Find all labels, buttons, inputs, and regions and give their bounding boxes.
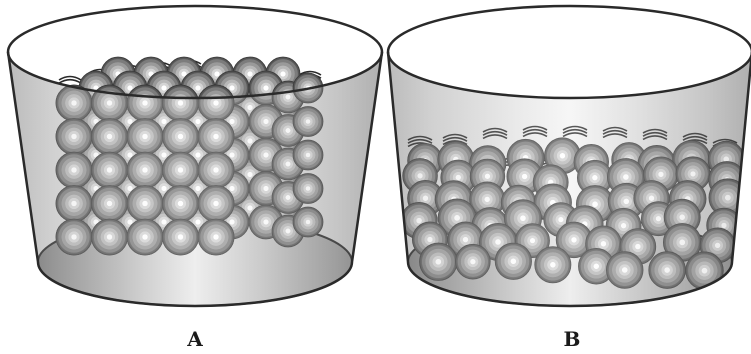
container-b: B	[388, 6, 751, 351]
panel-label-b: B	[564, 327, 581, 351]
motion-arc	[59, 80, 81, 84]
container-b-front-wall	[388, 52, 751, 306]
panel-label-a: A	[186, 327, 203, 351]
container-a: A	[8, 6, 382, 351]
container-b-rim	[388, 6, 751, 98]
